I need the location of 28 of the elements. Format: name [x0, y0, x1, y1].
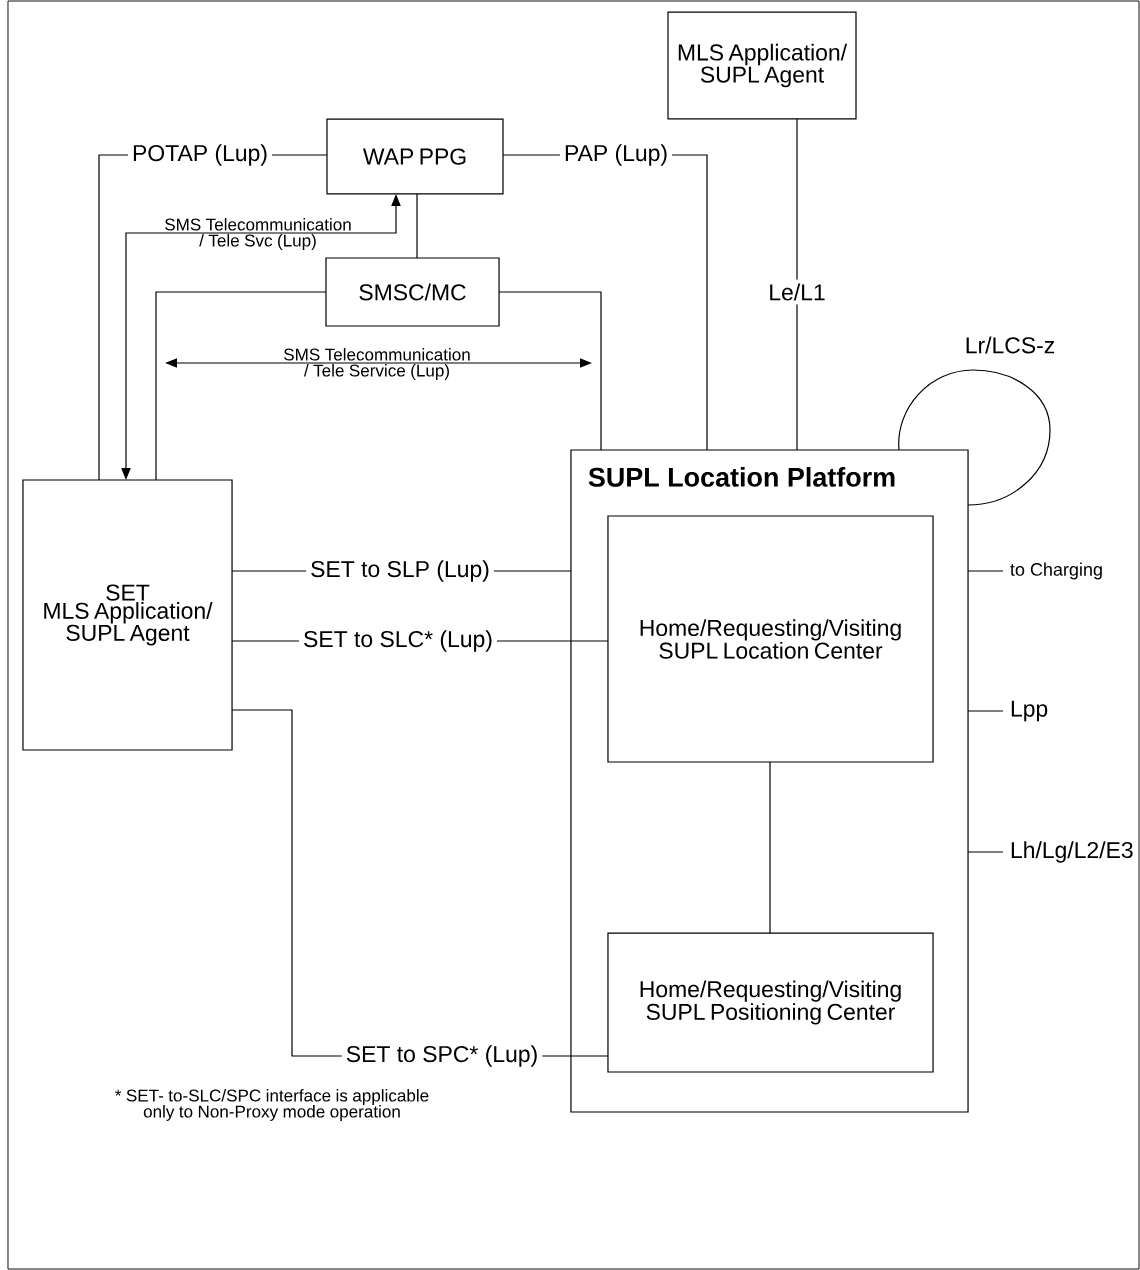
process-box: MLS Application/ SUPL Agent	[667, 11, 857, 120]
connector	[796, 118, 798, 451]
interface-label: Lh/Lg/L2/E3	[1011, 841, 1133, 863]
edge-label: SET to SPC* (Lup)	[341, 1041, 543, 1071]
arrow-label: SMS Telecommunication / Tele Service (Lup)	[284, 348, 470, 380]
connector	[967, 851, 1004, 853]
edge-label: Lr/LCS-z	[966, 336, 1055, 354]
connector	[416, 193, 418, 259]
edge-label: SMS Telecommunication / Tele Svc (Lup)	[165, 218, 351, 250]
connector	[898, 369, 1051, 506]
footnote: * SET- to-SLC/SPC interface is applicable only to Non-Proxy mode operation	[115, 1089, 429, 1121]
interface-label: Lpp	[1011, 700, 1048, 722]
edge-label: SET to SLP (Lup)	[306, 556, 494, 586]
connector	[498, 291, 602, 451]
process-box: WAP PPG	[326, 118, 504, 195]
connector	[967, 710, 1004, 712]
process-box: Home/Requesting/Visiting SUPL Positioning Center	[607, 932, 934, 1073]
edge-label: SET to SLC* (Lup)	[299, 626, 497, 656]
edge-label: PAP (Lup)	[559, 140, 673, 170]
connector	[769, 761, 771, 934]
process-box: SMSC/MC	[325, 257, 500, 327]
connector	[967, 570, 1004, 572]
process-box: Home/Requesting/Visiting SUPL Location Center	[607, 515, 934, 763]
edge-label: POTAP (Lup)	[128, 140, 272, 170]
process-box: SET MLS Application/ SUPL Agent	[22, 479, 233, 751]
edge-label: Le/L1	[764, 279, 830, 305]
connector	[155, 291, 327, 481]
interface-label: to Charging	[1010, 562, 1102, 580]
